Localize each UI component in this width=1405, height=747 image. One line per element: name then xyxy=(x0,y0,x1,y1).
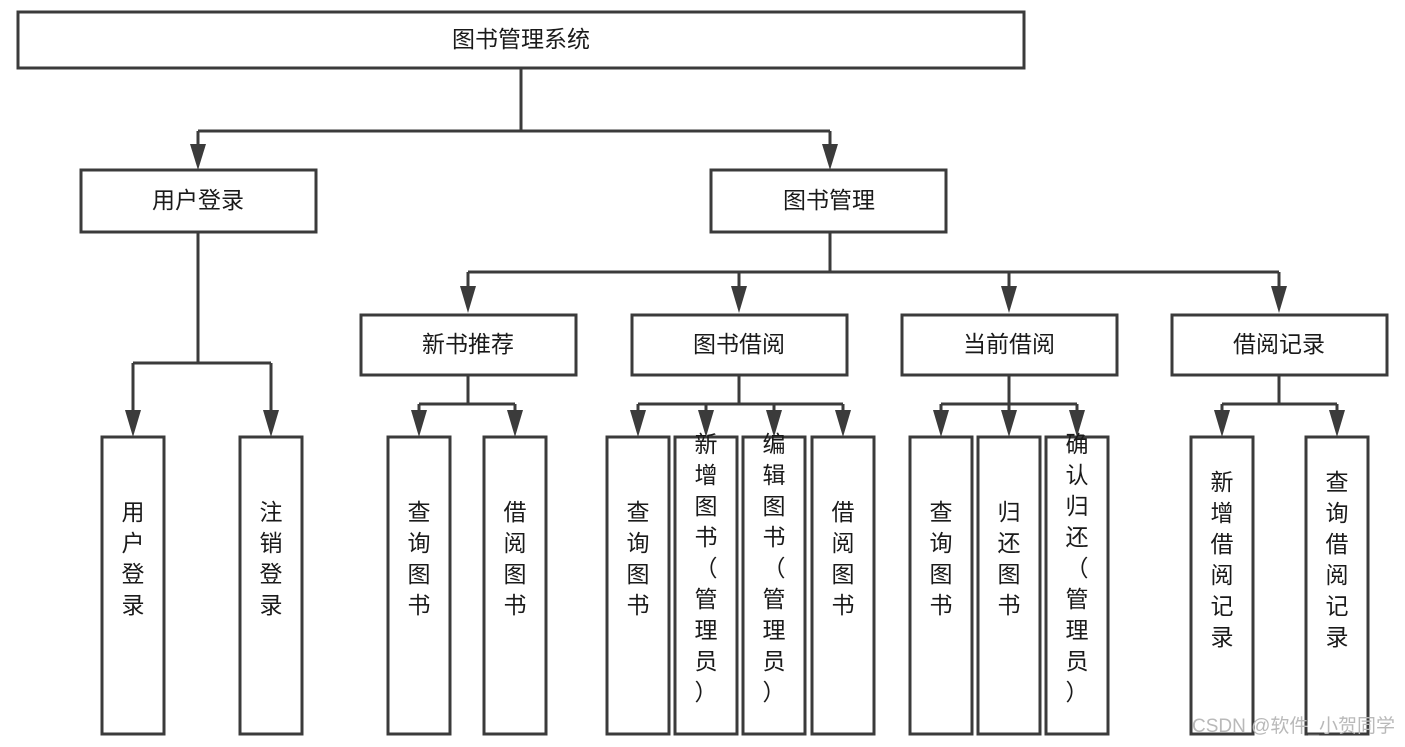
leaf-node-bb-borrow-book-box[interactable] xyxy=(810,435,876,736)
leaf-node-bb-edit-book-box[interactable] xyxy=(741,435,807,736)
node-new-book-recommend-box[interactable] xyxy=(359,313,578,377)
arrow-head-cb-query xyxy=(933,410,949,437)
node-book-borrow[interactable]: 图书借阅 xyxy=(630,313,849,377)
leaf-node-bb-edit-book-label: 编辑图书（管理员） xyxy=(763,431,786,705)
leaf-node-bb-query-book[interactable]: 查询图书 xyxy=(605,435,671,736)
leaf-node-bb-query-book-box[interactable] xyxy=(605,435,671,736)
leaf-node-user-login-label: 用户登录 xyxy=(122,499,145,618)
node-root-system-label: 图书管理系统 xyxy=(452,26,590,52)
leaf-node-bb-edit-book[interactable]: 编辑图书（管理员） xyxy=(741,431,807,736)
leaf-node-logout[interactable]: 注销登录 xyxy=(238,435,304,736)
csdn-watermark: CSDN @软件_小贺同学 xyxy=(1192,715,1395,737)
arrow-head-borrow-record xyxy=(1271,286,1287,313)
node-book-management-label: 图书管理 xyxy=(783,187,875,213)
leaf-node-cb-return-book-label: 归还图书 xyxy=(998,499,1021,618)
connector-bookmgmt-to-level3 xyxy=(460,232,1287,313)
leaf-node-bb-query-book-label: 查询图书 xyxy=(627,499,650,618)
arrow-head-cb-return xyxy=(1001,410,1017,437)
arrow-head-user-login xyxy=(190,144,206,170)
leaf-node-br-query-record-label: 查询借阅记录 xyxy=(1326,469,1349,650)
arrow-head-bb-borrow xyxy=(835,410,851,437)
leaf-node-user-login[interactable]: 用户登录 xyxy=(100,435,166,736)
connector-root-to-level2 xyxy=(190,68,838,170)
node-user-login[interactable]: 用户登录 xyxy=(79,168,318,234)
leaf-node-cb-confirm-return[interactable]: 确认归还（管理员） xyxy=(1044,431,1110,736)
node-book-management[interactable]: 图书管理 xyxy=(709,168,948,234)
node-root-system-box[interactable] xyxy=(16,10,1026,70)
node-current-borrow[interactable]: 当前借阅 xyxy=(900,313,1119,377)
node-root-system[interactable]: 图书管理系统 xyxy=(16,10,1026,70)
arrow-head-book-borrow xyxy=(731,286,747,313)
leaf-node-br-query-record[interactable]: 查询借阅记录 xyxy=(1304,435,1370,736)
arrow-head-bb-query xyxy=(630,410,646,437)
leaf-node-br-add-record-label: 新增借阅记录 xyxy=(1211,469,1234,650)
leaf-node-cb-query-book[interactable]: 查询图书 xyxy=(908,435,974,736)
node-borrow-record-label: 借阅记录 xyxy=(1233,331,1325,357)
arrow-head-nb-borrow xyxy=(507,410,523,437)
arrow-head-br-add xyxy=(1214,410,1230,437)
leaf-node-cb-confirm-return-label: 确认归还（管理员） xyxy=(1066,431,1089,705)
arrow-head-leaf-user-login xyxy=(125,410,141,437)
connector-userlogin-to-leaves xyxy=(125,232,279,437)
leaf-node-bb-borrow-book-label: 借阅图书 xyxy=(832,499,855,618)
leaf-node-br-query-record-box[interactable] xyxy=(1304,435,1370,736)
node-book-borrow-label: 图书借阅 xyxy=(693,331,785,357)
arrow-head-bb-add xyxy=(698,410,714,437)
leaf-node-cb-confirm-return-box[interactable] xyxy=(1044,435,1110,736)
arrow-head-new-book xyxy=(460,286,476,313)
connector-bookborrow-to-leaves xyxy=(630,375,851,437)
arrow-head-cb-confirm xyxy=(1069,410,1085,437)
node-user-login-box[interactable] xyxy=(79,168,318,234)
leaf-node-user-login-box[interactable] xyxy=(100,435,166,736)
leaf-node-logout-label: 注销登录 xyxy=(260,499,283,618)
leaf-node-br-add-record[interactable]: 新增借阅记录 xyxy=(1189,435,1255,736)
node-book-management-box[interactable] xyxy=(709,168,948,234)
arrow-head-current-borrow xyxy=(1001,286,1017,313)
leaf-node-br-add-record-box[interactable] xyxy=(1189,435,1255,736)
leaf-node-bb-add-book-box[interactable] xyxy=(673,435,739,736)
leaf-node-logout-box[interactable] xyxy=(238,435,304,736)
node-borrow-record-box[interactable] xyxy=(1170,313,1389,377)
node-new-book-recommend[interactable]: 新书推荐 xyxy=(359,313,578,377)
connector-newbook-to-leaves xyxy=(411,375,523,437)
leaf-node-bb-add-book-label: 新增图书（管理员） xyxy=(695,431,718,705)
leaf-node-nb-query-book-label: 查询图书 xyxy=(408,499,431,618)
leaf-node-nb-borrow-book-box[interactable] xyxy=(482,435,548,736)
node-user-login-label: 用户登录 xyxy=(152,187,244,213)
node-current-borrow-box[interactable] xyxy=(900,313,1119,377)
connector-borrowrecord-to-leaves xyxy=(1214,375,1345,437)
node-borrow-record[interactable]: 借阅记录 xyxy=(1170,313,1389,377)
leaf-node-nb-query-book-box[interactable] xyxy=(386,435,452,736)
arrow-head-book-mgmt xyxy=(822,144,838,170)
arrow-head-leaf-logout xyxy=(263,410,279,437)
leaf-node-cb-query-book-label: 查询图书 xyxy=(930,499,953,618)
leaf-node-cb-return-book-box[interactable] xyxy=(976,435,1042,736)
node-current-borrow-label: 当前借阅 xyxy=(963,331,1055,357)
node-book-borrow-box[interactable] xyxy=(630,313,849,377)
leaf-node-cb-return-book[interactable]: 归还图书 xyxy=(976,435,1042,736)
leaf-node-nb-borrow-book-label: 借阅图书 xyxy=(504,499,527,618)
leaf-node-cb-query-book-box[interactable] xyxy=(908,435,974,736)
leaf-node-nb-query-book[interactable]: 查询图书 xyxy=(386,435,452,736)
arrow-head-br-query xyxy=(1329,410,1345,437)
arrow-head-bb-edit xyxy=(766,410,782,437)
node-new-book-recommend-label: 新书推荐 xyxy=(422,331,514,357)
leaf-node-bb-borrow-book[interactable]: 借阅图书 xyxy=(810,435,876,736)
arrow-head-nb-query xyxy=(411,410,427,437)
leaf-node-bb-add-book[interactable]: 新增图书（管理员） xyxy=(673,431,739,736)
leaf-node-nb-borrow-book[interactable]: 借阅图书 xyxy=(482,435,548,736)
connector-currentborrow-to-leaves xyxy=(933,375,1085,437)
